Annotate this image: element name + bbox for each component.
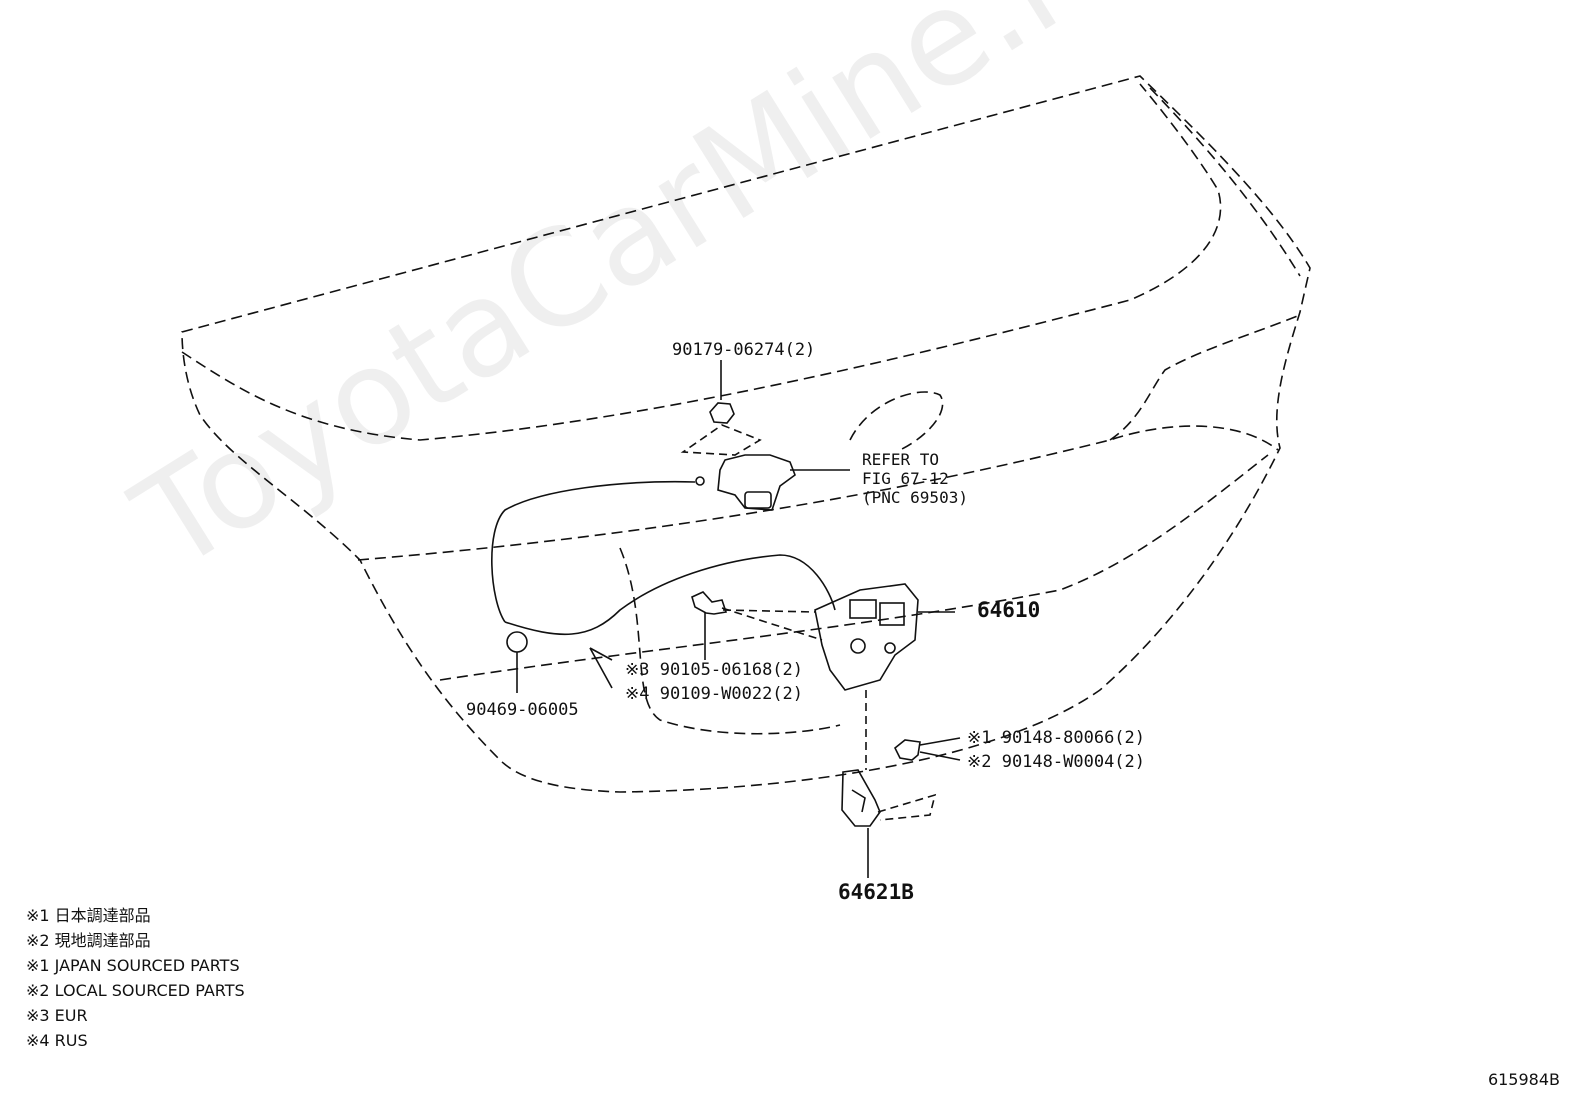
- refer-label-line2: FIG 67-12: [862, 469, 949, 488]
- lid-emblem-recess: [619, 547, 841, 735]
- lid-upper-recess: [849, 391, 944, 451]
- legend-line: ※1 JAPAN SOURCED PARTS: [26, 956, 240, 975]
- legend-line: ※4 RUS: [26, 1031, 88, 1050]
- release-cable: [491, 480, 696, 623]
- label-screw-local: ※2 90148-W0004(2): [967, 752, 1146, 772]
- label-bolt-eur: ※3 90105-06168(2): [625, 660, 804, 680]
- trunk-lid-outline: [181, 75, 1311, 793]
- label-nut-90179: 90179-06274(2): [672, 340, 816, 360]
- legend-line: ※2 LOCAL SOURCED PARTS: [26, 981, 245, 1000]
- trunk-lid-inner-edge: [181, 83, 1222, 441]
- release-cable-2: [504, 554, 836, 636]
- striker-shape: [841, 769, 881, 827]
- lock-cylinder-body: [717, 454, 796, 511]
- lid-character-line: [357, 425, 1279, 561]
- figure-code: 615984B: [1487, 1070, 1560, 1089]
- screw-shape: [893, 739, 921, 761]
- label-striker-64621B: 64621B: [838, 880, 914, 904]
- label-lock-64610: 64610: [977, 598, 1041, 622]
- nut-shape: [709, 402, 735, 424]
- refer-label-line3: (PNC 69503): [862, 488, 968, 507]
- refer-label-line1: REFER TO: [862, 450, 940, 469]
- lock-assembly-body: [814, 583, 919, 691]
- legend: ※1 日本調達部品 ※2 現地調達部品 ※1 JAPAN SOURCED PAR…: [26, 903, 245, 1053]
- trunk-lid-inner-rim: [1149, 87, 1301, 277]
- lid-side-curve: [1109, 314, 1301, 441]
- label-screw-japan: ※1 90148-80066(2): [967, 728, 1146, 748]
- legend-line: ※3 EUR: [26, 1006, 88, 1025]
- lid-lower-contour: [439, 454, 1269, 681]
- label-plug-90469: 90469-06005: [466, 700, 579, 720]
- legend-line: ※2 現地調達部品: [26, 931, 151, 950]
- plug-shape: [506, 631, 528, 653]
- label-bolt-rus: ※4 90109-W0022(2): [625, 684, 804, 704]
- legend-line: ※1 日本調達部品: [26, 906, 151, 925]
- bolt-shape: [691, 591, 728, 615]
